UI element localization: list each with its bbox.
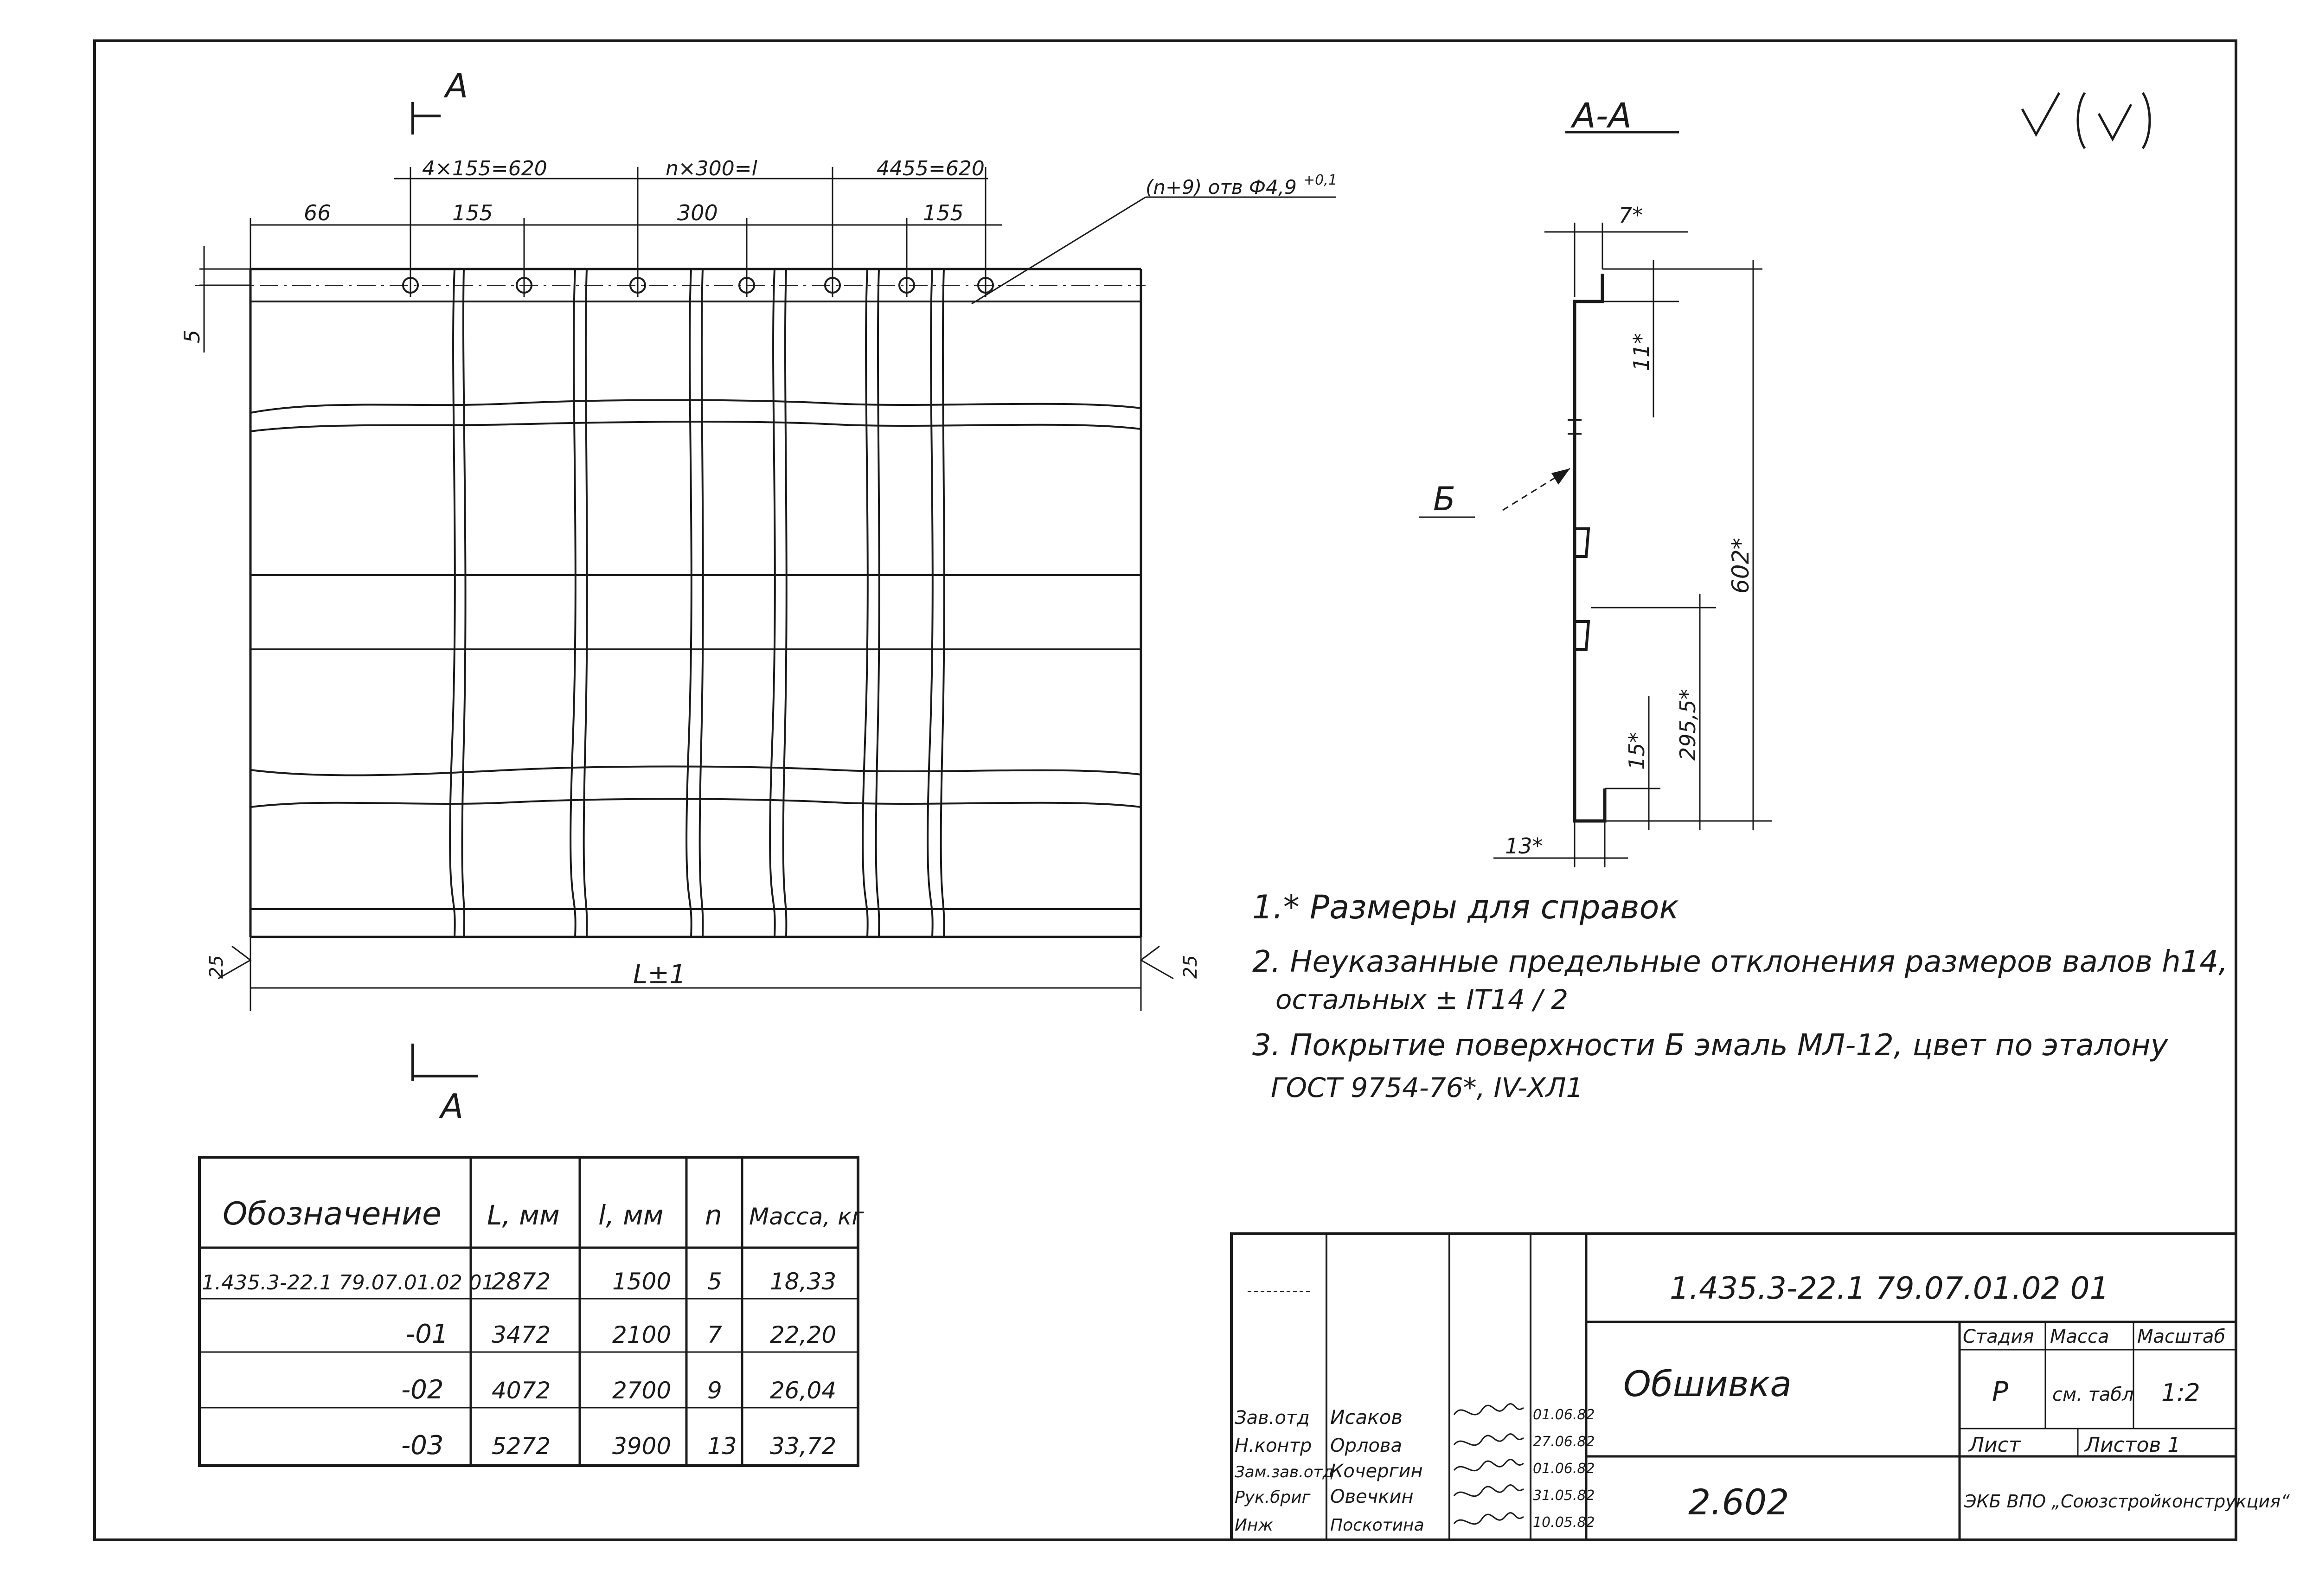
tb-role-2: Зам.зав.отд (1235, 1463, 1333, 1481)
td-r1-L: 3472 (492, 1321, 551, 1348)
tb-col-scale: Масштаб (2137, 1326, 2225, 1347)
sec-dim-15: 15* (1624, 732, 1649, 770)
holes-callout: (n+9) отв Ф4,9 (1146, 176, 1297, 199)
td-r1-l: 2100 (612, 1321, 671, 1348)
dim-edge-5: 5 (179, 330, 205, 343)
tb-name: Обшивка (1623, 1363, 1792, 1404)
sec-dim-7: 7* (1619, 203, 1643, 228)
tb-sheet-code: 2.602 (1688, 1481, 1789, 1523)
dim-300: 300 (677, 200, 718, 225)
spec-table (198, 1156, 859, 1467)
td-r2-mass: 26,04 (770, 1377, 836, 1404)
sheet-frame (93, 39, 2237, 1541)
roughness-right: 25 (1180, 955, 1201, 979)
note-1: 1.* Размеры для справок (1252, 888, 1679, 926)
th-designation: Обозначение (223, 1196, 442, 1232)
td-r1-code: -01 (406, 1319, 448, 1349)
roughness-icon (2021, 92, 2151, 149)
dim-66: 66 (304, 200, 331, 225)
note-2: 2. Неуказанные предельные отклонения раз… (1252, 945, 2228, 979)
th-l: l, мм (598, 1199, 664, 1231)
section-mark-top: A (443, 66, 468, 105)
td-r0-L: 2872 (492, 1268, 551, 1295)
tb-mass: см. табл (2052, 1384, 2134, 1405)
tb-sheets: Листов 1 (2084, 1433, 2180, 1457)
surface-label: Б (1433, 480, 1455, 518)
tb-date-1: 27.06.82 (1533, 1434, 1595, 1450)
tb-name-0: Исаков (1330, 1406, 1403, 1429)
section-view (1419, 131, 1772, 867)
tb-name-4: Поскотина (1330, 1516, 1424, 1535)
tb-date-0: 01.06.82 (1533, 1407, 1595, 1423)
td-r1-n: 7 (707, 1321, 722, 1348)
dim-seg-right: 4455=620 (877, 157, 985, 180)
tb-date-4: 10.05.82 (1533, 1514, 1595, 1531)
td-r2-n: 9 (707, 1377, 722, 1404)
holes-tolerance: +0,1 (1303, 172, 1337, 188)
tb-scale: 1:2 (2161, 1379, 2200, 1407)
td-r2-l: 2700 (612, 1377, 671, 1404)
td-r2-code: -02 (401, 1375, 443, 1405)
sec-dim-13: 13* (1505, 833, 1543, 859)
th-L: L, мм (487, 1199, 560, 1231)
section-mark-bottom: A (439, 1087, 463, 1126)
tb-stage: Р (1992, 1376, 2008, 1407)
tb-name-2: Кочергин (1330, 1461, 1423, 1482)
dim-length: L±1 (633, 960, 686, 990)
td-r3-mass: 33,72 (770, 1433, 836, 1460)
tb-role-0: Зав.отд (1235, 1407, 1310, 1429)
td-r0-code: 1.435.3-22.1 79.07.01.02 01 (202, 1271, 495, 1295)
dim-155-left: 155 (452, 200, 493, 225)
td-r0-mass: 18,33 (770, 1268, 836, 1295)
section-title: А-А (1570, 96, 1632, 136)
tb-col-stage: Стадия (1963, 1326, 2034, 1347)
td-r3-n: 13 (707, 1433, 737, 1460)
plan-view (195, 102, 1336, 1081)
td-r0-l: 1500 (612, 1268, 671, 1295)
th-mass: Масса, кг (749, 1203, 864, 1230)
tb-name-1: Орлова (1330, 1435, 1402, 1456)
tb-role-1: Н.контр (1235, 1435, 1312, 1456)
tb-name-3: Овечкин (1330, 1486, 1414, 1507)
sec-dim-2955: 295,5* (1675, 689, 1700, 761)
sec-dim-602: 602* (1727, 538, 1754, 594)
td-r1-mass: 22,20 (770, 1321, 836, 1348)
note-2-cont: остальных ± IT14 / 2 (1275, 984, 1568, 1015)
note-3-cont: ГОСТ 9754-76*, IV-ХЛ1 (1271, 1072, 1583, 1103)
th-n: n (705, 1199, 722, 1231)
sec-dim-11: 11* (1629, 333, 1654, 371)
dim-seg-mid: n×300=l (666, 157, 758, 180)
tb-org: ЭКБ ВПО „Союзстройконструкция“ (1964, 1491, 2290, 1512)
tb-col-mass: Масса (2050, 1326, 2109, 1347)
tb-role-4: Инж (1235, 1516, 1273, 1535)
td-r0-n: 5 (707, 1268, 722, 1295)
td-r3-l: 3900 (612, 1433, 671, 1460)
tb-doc-code: 1.435.3-22.1 79.07.01.02 01 (1670, 1270, 2109, 1306)
title-block (1230, 1232, 2237, 1541)
roughness-left: 25 (206, 955, 227, 979)
tb-date-3: 31.05.82 (1533, 1487, 1595, 1504)
td-r3-L: 5272 (492, 1433, 551, 1460)
td-r3-code: -03 (401, 1430, 443, 1461)
note-3: 3. Покрытие поверхности Б эмаль МЛ-12, ц… (1252, 1028, 2169, 1063)
dim-155-right: 155 (923, 200, 964, 225)
dim-seg-left: 4×155=620 (422, 157, 547, 180)
tb-date-2: 01.06.82 (1533, 1461, 1595, 1477)
tb-role-3: Рук.бриг (1235, 1488, 1311, 1507)
td-r2-L: 4072 (492, 1377, 551, 1404)
tb-sheet: Лист (1968, 1433, 2021, 1457)
signature-marks (1453, 1403, 1524, 1525)
